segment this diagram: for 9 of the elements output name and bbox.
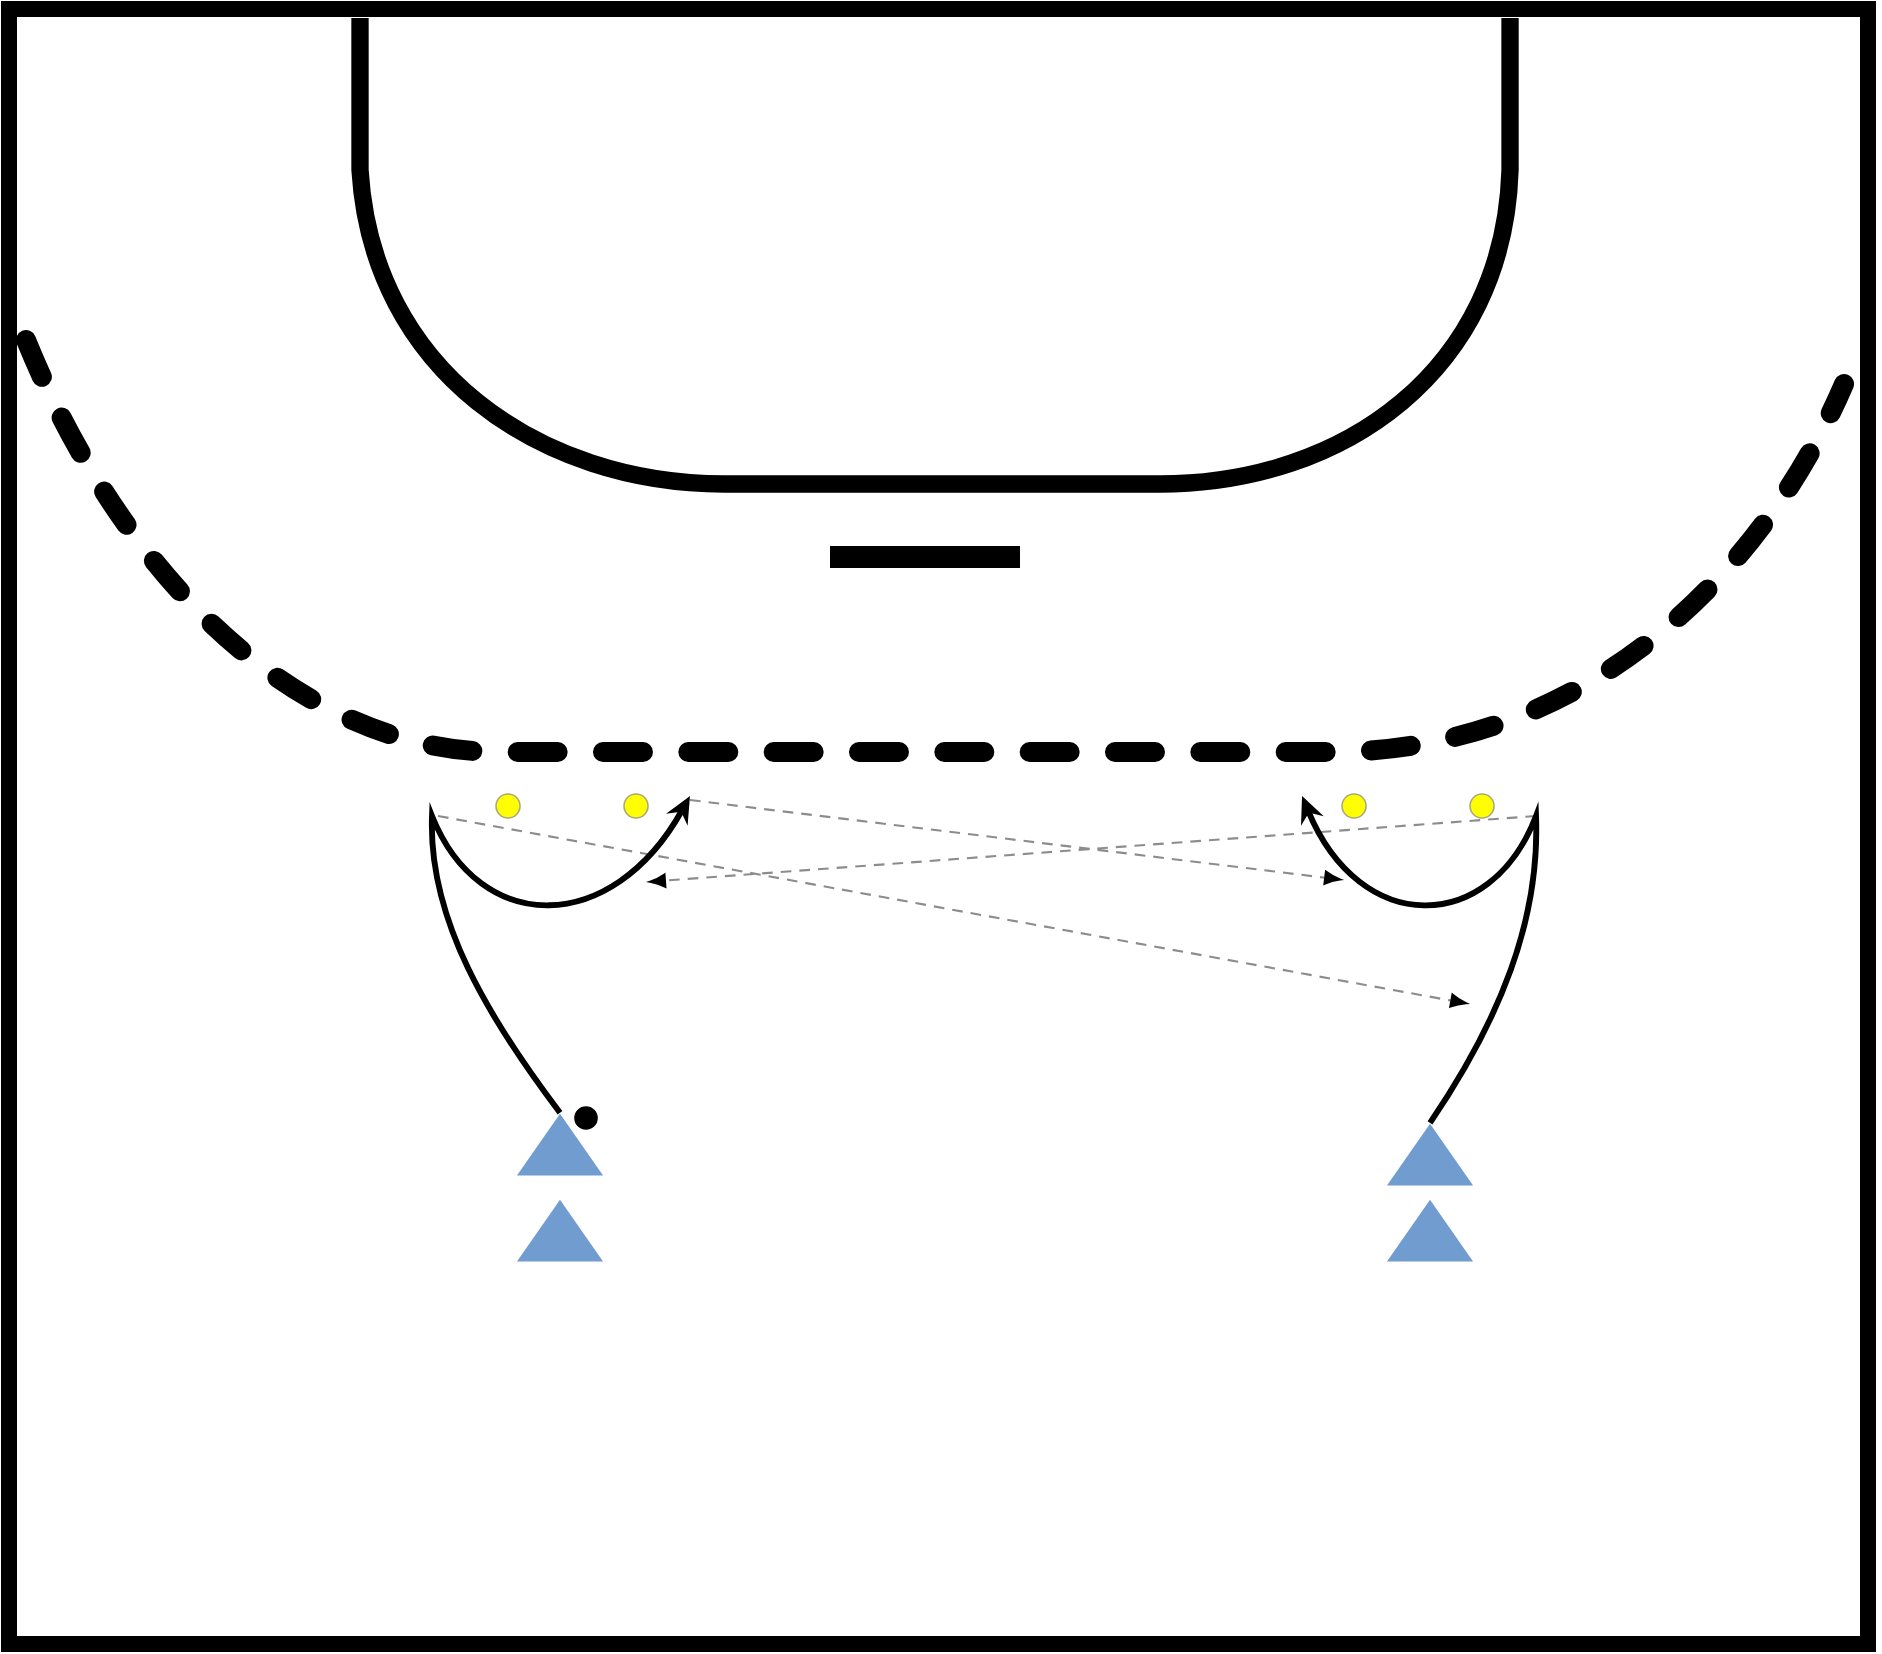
- player-marker: [516, 1113, 604, 1176]
- cone-marker: [1341, 793, 1367, 819]
- ball: [574, 1106, 598, 1130]
- cone-marker: [1469, 793, 1495, 819]
- cone-marker: [623, 793, 649, 819]
- player-marker: [516, 1199, 604, 1262]
- player-marker: [1387, 1199, 1474, 1262]
- player-marker: [1387, 1123, 1474, 1186]
- cone-marker: [495, 793, 521, 819]
